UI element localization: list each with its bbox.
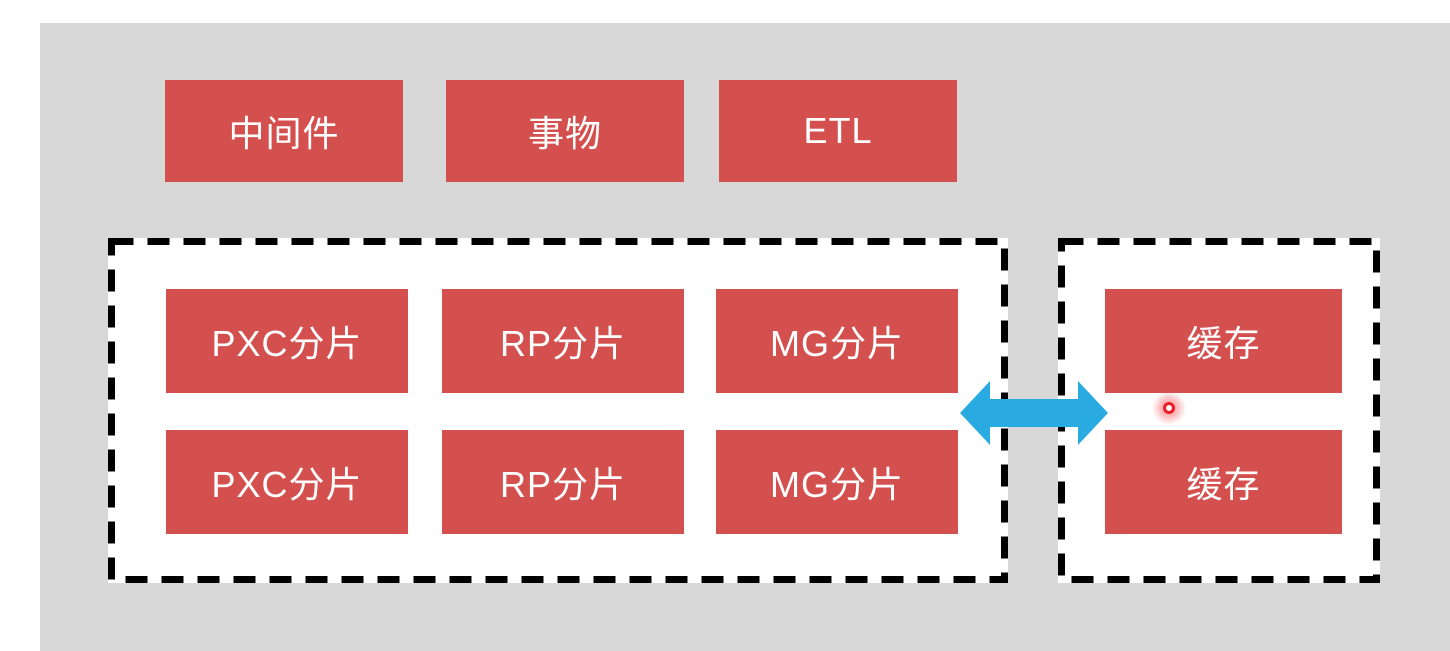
node-cache-1: 缓存 bbox=[1105, 289, 1342, 393]
node-rp-shard-2: RP分片 bbox=[442, 430, 684, 534]
node-middleware: 中间件 bbox=[165, 80, 403, 182]
node-mg-shard-2-label: MG分片 bbox=[770, 464, 904, 505]
left-right-arrow-shape bbox=[960, 381, 1108, 445]
node-mg-shard-1-label: MG分片 bbox=[770, 323, 904, 364]
node-rp-shard-1-label: RP分片 bbox=[499, 323, 626, 364]
node-pxc-shard-2: PXC分片 bbox=[166, 430, 408, 534]
node-pxc-shard-1-label: PXC分片 bbox=[211, 323, 363, 364]
node-mg-shard-2: MG分片 bbox=[716, 430, 958, 534]
node-etl: ETL bbox=[719, 80, 957, 182]
node-cache-2: 缓存 bbox=[1105, 430, 1342, 534]
cache-cluster-container: 缓存 缓存 bbox=[1058, 238, 1380, 583]
pointer-dot-icon bbox=[1163, 402, 1175, 414]
node-etl-label: ETL bbox=[803, 110, 873, 151]
node-rp-shard-1: RP分片 bbox=[442, 289, 684, 393]
node-transaction: 事物 bbox=[446, 80, 684, 182]
node-pxc-shard-2-label: PXC分片 bbox=[211, 464, 363, 505]
node-pxc-shard-1: PXC分片 bbox=[166, 289, 408, 393]
bidirectional-arrow-icon bbox=[958, 377, 1110, 449]
node-middleware-label: 中间件 bbox=[228, 113, 340, 154]
node-transaction-label: 事物 bbox=[527, 113, 602, 154]
shard-cluster-container: PXC分片 RP分片 MG分片 PXC分片 RP分片 MG分片 bbox=[108, 238, 1008, 583]
node-cache-2-label: 缓存 bbox=[1186, 464, 1261, 505]
node-cache-1-label: 缓存 bbox=[1186, 323, 1261, 364]
node-mg-shard-1: MG分片 bbox=[716, 289, 958, 393]
node-rp-shard-2-label: RP分片 bbox=[499, 464, 626, 505]
